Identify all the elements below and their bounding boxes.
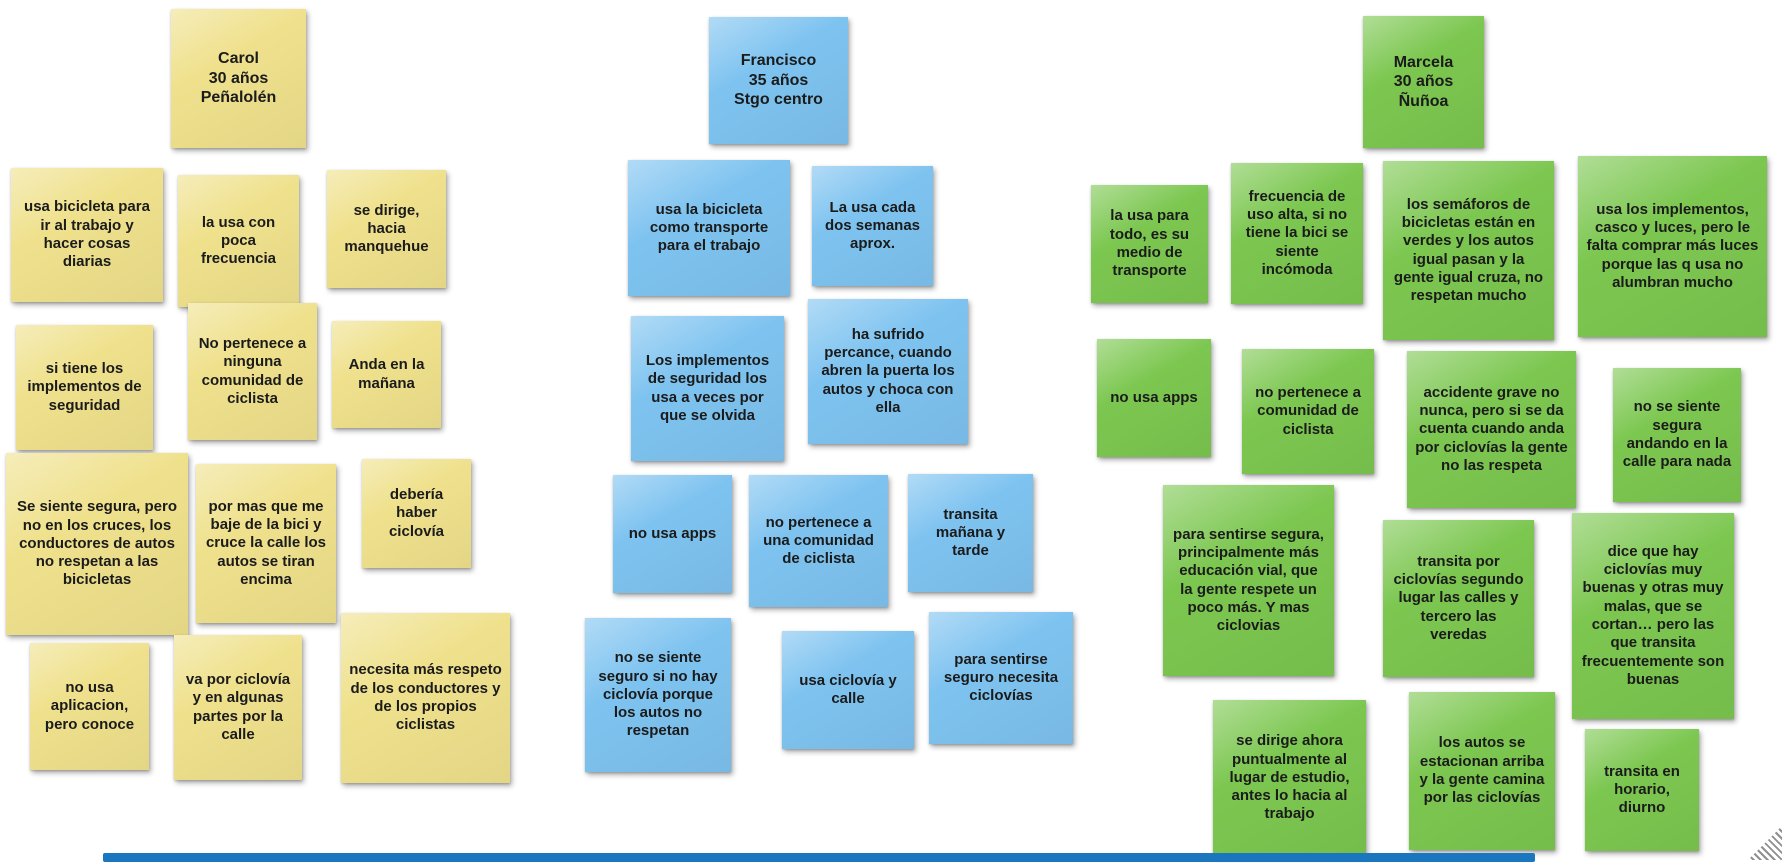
note-text: se dirige, hacia manquehue [344,201,429,256]
note-text: usa ciclovía y calle [799,671,897,707]
note-text: no pertenece a comunidad de ciclista [1255,384,1361,438]
sticky-note[interactable]: los autos se estacionan arriba y la gent… [1409,692,1555,850]
sticky-note[interactable]: debería haber ciclovía [362,459,471,568]
note-text: Se siente segura, pero no en los cruces,… [16,498,178,589]
sticky-note[interactable]: la usa con poca frecuencia [178,175,299,307]
note-text: no pertenece a una comunidad de ciclista [763,513,874,568]
note-text: necesita más respeto de los conductores … [349,661,502,734]
note-text: La usa cada dos semanas aprox. [824,198,921,253]
note-text: transita mañana y tarde [935,505,1006,560]
sticky-note[interactable]: para sentirse seguro necesita ciclovías [929,612,1073,744]
sticky-note[interactable]: por mas que me baje de la bici y cruce l… [196,464,336,623]
persona-header-text: Francisco 35 años Stgo centro [734,52,823,109]
sticky-note[interactable]: los semáforos de bicicletas están en ver… [1383,161,1554,340]
sticky-note[interactable]: no pertenece a una comunidad de ciclista [749,475,888,607]
note-text: debería haber ciclovía [388,486,445,540]
sticky-note[interactable]: va por ciclovía y en algunas partes por … [174,635,302,780]
note-text: usa bicicleta para ir al trabajo y hacer… [24,198,150,271]
sticky-note[interactable]: La usa cada dos semanas aprox. [812,166,933,286]
sticky-note[interactable]: accidente grave no nunca, pero si se da … [1407,351,1576,508]
persona-header-note-marcela[interactable]: Marcela 30 años Ñuñoa [1363,16,1484,148]
sticky-note[interactable]: no pertenece a comunidad de ciclista [1242,349,1374,474]
note-text: frecuencia de uso alta, si no tiene la b… [1245,187,1349,278]
sticky-note[interactable]: transita por ciclovías segundo lugar las… [1383,520,1534,677]
note-text: la usa para todo, es su medio de transpo… [1109,207,1190,280]
sticky-note[interactable]: no usa apps [1097,339,1211,457]
sticky-note[interactable]: no usa aplicacion, pero conoce [30,643,149,770]
sticky-note[interactable]: para sentirse segura, principalmente más… [1163,485,1334,676]
note-text: transita en horario, diurno [1604,762,1680,817]
note-text: accidente grave no nunca, pero si se da … [1415,383,1568,474]
sticky-note[interactable]: necesita más respeto de los conductores … [341,613,510,783]
sticky-note[interactable]: transita mañana y tarde [908,474,1033,592]
sticky-note[interactable]: frecuencia de uso alta, si no tiene la b… [1231,163,1363,304]
persona-header-note-francisco[interactable]: Francisco 35 años Stgo centro [709,17,848,144]
note-text: usa los implementos, casco y luces, pero… [1586,200,1759,291]
persona-header-text: Marcela 30 años Ñuñoa [1393,53,1454,110]
note-text: Anda en la mañana [348,356,425,392]
note-text: ha sufrido percance, cuando abren la pue… [821,325,955,416]
sticky-note[interactable]: se dirige ahora puntualmente al lugar de… [1213,700,1366,856]
sticky-note[interactable]: No pertenece a ninguna comunidad de cicl… [188,303,317,440]
note-text: no se siente seguro si no hay ciclovía p… [598,649,718,740]
note-text: la usa con poca frecuencia [200,213,277,268]
note-text: para sentirse seguro necesita ciclovías [943,650,1059,705]
sticky-note[interactable]: no usa apps [613,475,732,593]
note-text: por mas que me baje de la bici y cruce l… [205,497,327,588]
sticky-note[interactable]: se dirige, hacia manquehue [327,170,446,288]
sticky-note[interactable]: usa los implementos, casco y luces, pero… [1578,156,1767,337]
note-text: se dirige ahora puntualmente al lugar de… [1229,732,1350,823]
sticky-note[interactable]: usa ciclovía y calle [782,631,914,749]
note-text: No pertenece a ninguna comunidad de cicl… [198,334,307,407]
persona-header-note-carol[interactable]: Carol 30 años Peñalolén [171,9,306,148]
sticky-note[interactable]: usa la bicicleta como transporte para el… [628,160,790,296]
note-text: Los implementos de seguridad los usa a v… [645,351,770,424]
sticky-note[interactable]: Los implementos de seguridad los usa a v… [631,316,784,461]
resize-grip-icon[interactable] [1748,826,1782,860]
note-text: para sentirse segura, principalmente más… [1173,525,1324,635]
note-text: dice que hay ciclovías muy buenas y otra… [1581,542,1725,688]
note-text: si tiene los implementos de seguridad [27,360,142,414]
note-text: no usa apps [628,524,717,542]
sticky-note[interactable]: no se siente seguro si no hay ciclovía p… [585,618,731,772]
sticky-note[interactable]: usa bicicleta para ir al trabajo y hacer… [11,168,163,302]
note-text: transita por ciclovías segundo lugar las… [1393,552,1524,643]
sticky-note[interactable]: transita en horario, diurno [1585,729,1699,851]
note-text: usa la bicicleta como transporte para el… [649,200,769,255]
sticky-note[interactable]: dice que hay ciclovías muy buenas y otra… [1572,513,1734,719]
persona-header-text: Carol 30 años Peñalolén [200,50,277,107]
sticky-note[interactable]: la usa para todo, es su medio de transpo… [1091,185,1208,303]
horizontal-scrollbar[interactable] [103,853,1535,862]
sticky-note[interactable]: Se siente segura, pero no en los cruces,… [6,453,188,635]
note-text: no usa aplicacion, pero conoce [44,679,135,733]
sticky-note[interactable]: ha sufrido percance, cuando abren la pue… [808,299,968,444]
sticky-note[interactable]: no se siente segura andando en la calle … [1613,368,1741,502]
note-text: los semáforos de bicicletas están en ver… [1393,195,1544,305]
note-text: va por ciclovía y en algunas partes por … [185,670,291,743]
sticky-note[interactable]: Anda en la mañana [332,321,441,428]
note-text: los autos se estacionan arriba y la gent… [1419,734,1545,807]
note-text: no usa apps [1110,388,1198,406]
note-text: no se siente segura andando en la calle … [1622,398,1732,471]
sticky-note[interactable]: si tiene los implementos de seguridad [16,325,153,450]
